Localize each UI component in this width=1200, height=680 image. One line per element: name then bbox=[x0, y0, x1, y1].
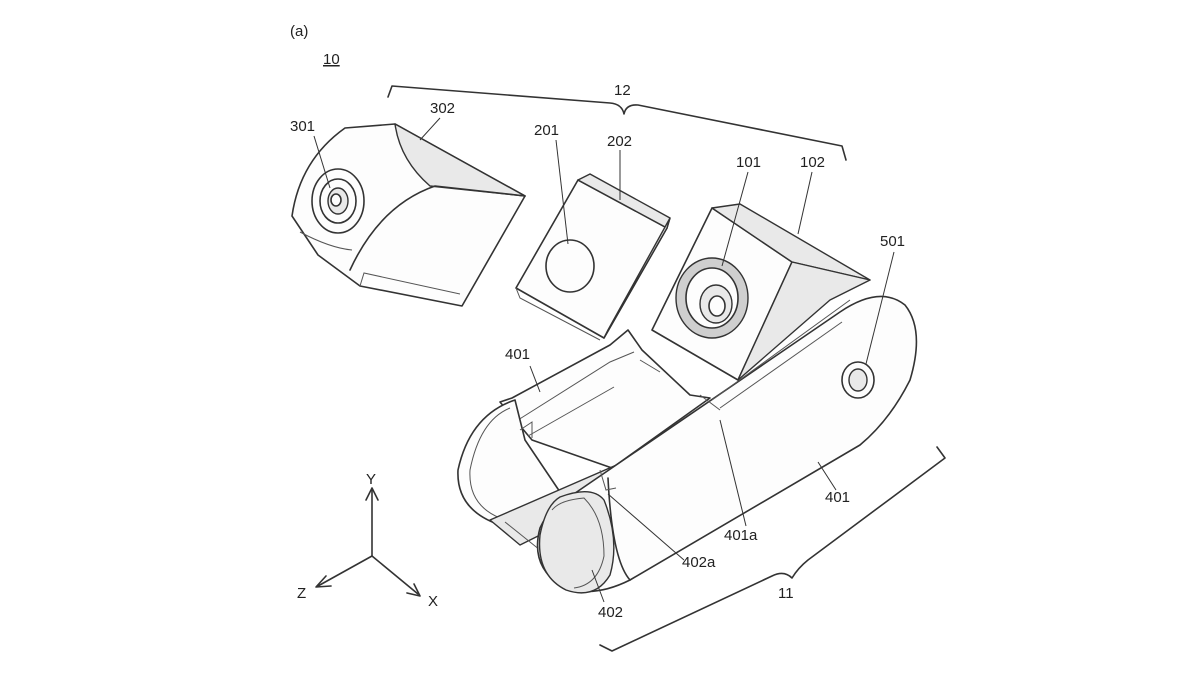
assembly-label: 10 bbox=[323, 51, 340, 68]
block-202 bbox=[515, 173, 671, 341]
label-101: 101 bbox=[736, 154, 761, 171]
axis-x-label: X bbox=[428, 593, 438, 610]
button-501 bbox=[841, 361, 875, 399]
label-102: 102 bbox=[800, 154, 825, 171]
label-501: 501 bbox=[880, 233, 905, 250]
disc-201 bbox=[545, 239, 595, 293]
housing-302 bbox=[291, 123, 526, 307]
body-401 bbox=[457, 295, 918, 594]
axes-triad: Y Z X bbox=[297, 471, 438, 610]
label-402: 402 bbox=[598, 604, 623, 621]
label-401-left: 401 bbox=[505, 346, 530, 363]
axis-z-label: Z bbox=[297, 585, 306, 602]
group-label-11: 11 bbox=[778, 585, 794, 602]
label-301: 301 bbox=[290, 118, 315, 135]
group-11-bracket: 11 bbox=[599, 446, 946, 652]
panel-label: (a) bbox=[290, 23, 308, 40]
label-401a: 401a bbox=[724, 527, 758, 544]
block-102 bbox=[651, 203, 871, 381]
label-402a: 402a bbox=[682, 554, 716, 571]
lens-301 bbox=[311, 168, 365, 234]
group-label-12: 12 bbox=[614, 82, 631, 99]
axis-y-label: Y bbox=[366, 471, 376, 488]
label-401-right: 401 bbox=[825, 489, 850, 506]
label-202: 202 bbox=[607, 133, 632, 150]
group-12-bracket: 12 bbox=[387, 82, 847, 161]
lens-101 bbox=[675, 257, 749, 339]
label-201: 201 bbox=[534, 122, 559, 139]
label-302: 302 bbox=[430, 100, 455, 117]
